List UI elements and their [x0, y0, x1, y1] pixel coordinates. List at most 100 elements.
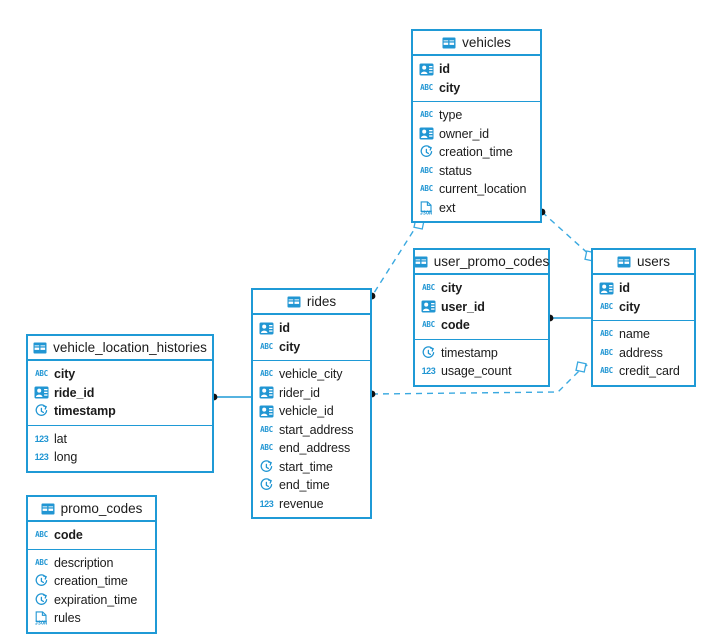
table-header-vehicles[interactable]: vehicles	[413, 31, 540, 56]
field-label: city	[279, 339, 301, 354]
field-row-rider_id[interactable]: rider_id	[253, 384, 370, 403]
field-row-vehicle_id[interactable]: vehicle_id	[253, 402, 370, 421]
field-label: id	[619, 281, 630, 296]
table-name: promo_codes	[60, 501, 143, 516]
svg-text:JSON: JSON	[35, 621, 47, 626]
field-label: description	[54, 555, 114, 570]
json-icon: JSON	[34, 611, 49, 625]
table-icon	[617, 256, 631, 268]
table-icon	[414, 256, 428, 268]
field-label: name	[619, 327, 650, 342]
id-badge-icon	[419, 127, 434, 140]
svg-text:JSON: JSON	[420, 210, 432, 215]
field-label: vehicle_city	[279, 367, 343, 382]
field-row-ride_id[interactable]: ride_id	[28, 384, 212, 403]
field-row-timestamp[interactable]: timestamp	[415, 344, 548, 363]
edge-line	[371, 221, 420, 297]
id-badge-icon	[599, 282, 614, 295]
field-label: credit_card	[619, 364, 680, 379]
clock-icon	[259, 460, 274, 474]
clock-icon	[259, 478, 274, 492]
clock-icon	[34, 404, 49, 418]
table-name: user_promo_codes	[433, 254, 550, 269]
table-icon	[41, 503, 55, 515]
relationship-user_promo_codes-users	[546, 314, 591, 322]
field-label: usage_count	[441, 364, 512, 379]
field-row-ext[interactable]: JSON ext	[413, 199, 540, 218]
field-row-id[interactable]: id	[253, 319, 370, 338]
field-row-user_id[interactable]: user_id	[415, 298, 548, 317]
field-label: status	[439, 163, 472, 178]
clock-icon	[34, 593, 49, 607]
field-row-end_time[interactable]: end_time	[253, 476, 370, 495]
table-header-promo_codes[interactable]: promo_codes	[28, 497, 155, 522]
field-label: type	[439, 108, 463, 123]
field-label: rider_id	[279, 385, 320, 400]
field-label: rules	[54, 611, 81, 626]
field-label: owner_id	[439, 126, 489, 141]
id-badge-icon	[259, 322, 274, 335]
field-label: start_time	[279, 459, 333, 474]
field-label: current_location	[439, 182, 527, 197]
edge-square-marker	[575, 361, 587, 373]
field-row-expiration_time[interactable]: expiration_time	[28, 591, 155, 610]
field-label: ride_id	[54, 385, 95, 400]
field-label: end_address	[279, 441, 351, 456]
field-label: timestamp	[441, 345, 498, 360]
field-label: id	[439, 62, 450, 77]
field-row-id[interactable]: id	[593, 279, 694, 298]
field-row-owner_id[interactable]: owner_id	[413, 125, 540, 144]
table-header-vehicle_location_histories[interactable]: vehicle_location_histories	[28, 336, 212, 361]
field-row-id[interactable]: id	[413, 60, 540, 79]
json-icon: JSON	[419, 201, 434, 215]
table-name: vehicles	[462, 35, 511, 50]
field-row-timestamp[interactable]: timestamp	[28, 402, 212, 421]
table-header-rides[interactable]: rides	[253, 290, 370, 315]
field-label: address	[619, 345, 663, 360]
field-label: user_id	[441, 299, 485, 314]
table-header-user_promo_codes[interactable]: user_promo_codes	[414, 250, 550, 275]
field-row-start_time[interactable]: start_time	[253, 458, 370, 477]
field-label: ext	[439, 200, 456, 215]
field-row-creation_time[interactable]: creation_time	[413, 143, 540, 162]
field-row-creation_time[interactable]: creation_time	[28, 572, 155, 591]
id-badge-icon	[259, 405, 274, 418]
table-header-users[interactable]: users	[593, 250, 694, 275]
id-badge-icon	[419, 63, 434, 76]
field-row-rules[interactable]: JSON rules	[28, 609, 155, 628]
